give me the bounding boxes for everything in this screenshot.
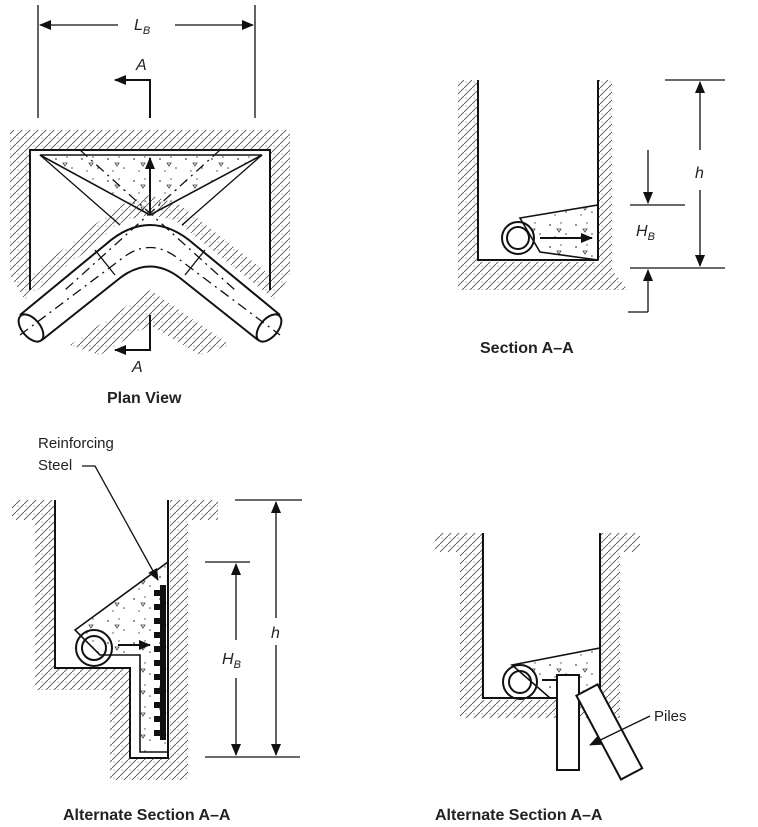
lb-label: LB — [134, 17, 150, 37]
alt-left-pipe — [75, 629, 113, 667]
piles-label: Piles — [654, 708, 687, 725]
hb-label-section: HB — [636, 223, 655, 243]
plan-view-caption: Plan View — [107, 390, 182, 407]
alt-left-soil — [12, 500, 218, 780]
alternate-section-right: Piles Alternate Section A–A — [435, 533, 687, 824]
alt-right-caption: Alternate Section A–A — [435, 807, 603, 824]
section-soil — [430, 80, 628, 290]
alt-left-thrust-block — [73, 560, 169, 753]
alt-right-pipe — [502, 664, 538, 700]
reinforcing-steel — [154, 585, 166, 740]
hb-label-alt: HB — [222, 651, 241, 671]
section-a-a: h HB Section A–A — [430, 79, 725, 357]
reinforcing-label-line2: Steel — [38, 457, 72, 474]
section-marker-bottom: A — [131, 359, 143, 376]
plan-view: LB A A Plan View — [10, 5, 290, 407]
alt-right-soil — [435, 533, 640, 718]
pile-vertical — [556, 674, 580, 771]
h-label-alt: h — [271, 625, 280, 642]
section-pipe — [501, 221, 535, 255]
alternate-section-left: Reinforcing Steel HB h Alternate Section… — [12, 435, 302, 824]
plan-pipe — [19, 224, 281, 316]
alt-left-caption: Alternate Section A–A — [63, 807, 231, 824]
section-caption: Section A–A — [480, 340, 574, 357]
section-thrust-block — [518, 204, 599, 261]
h-label-section: h — [695, 165, 704, 182]
reinforcing-label-line1: Reinforcing — [38, 435, 114, 452]
section-marker-top: A — [135, 57, 147, 74]
